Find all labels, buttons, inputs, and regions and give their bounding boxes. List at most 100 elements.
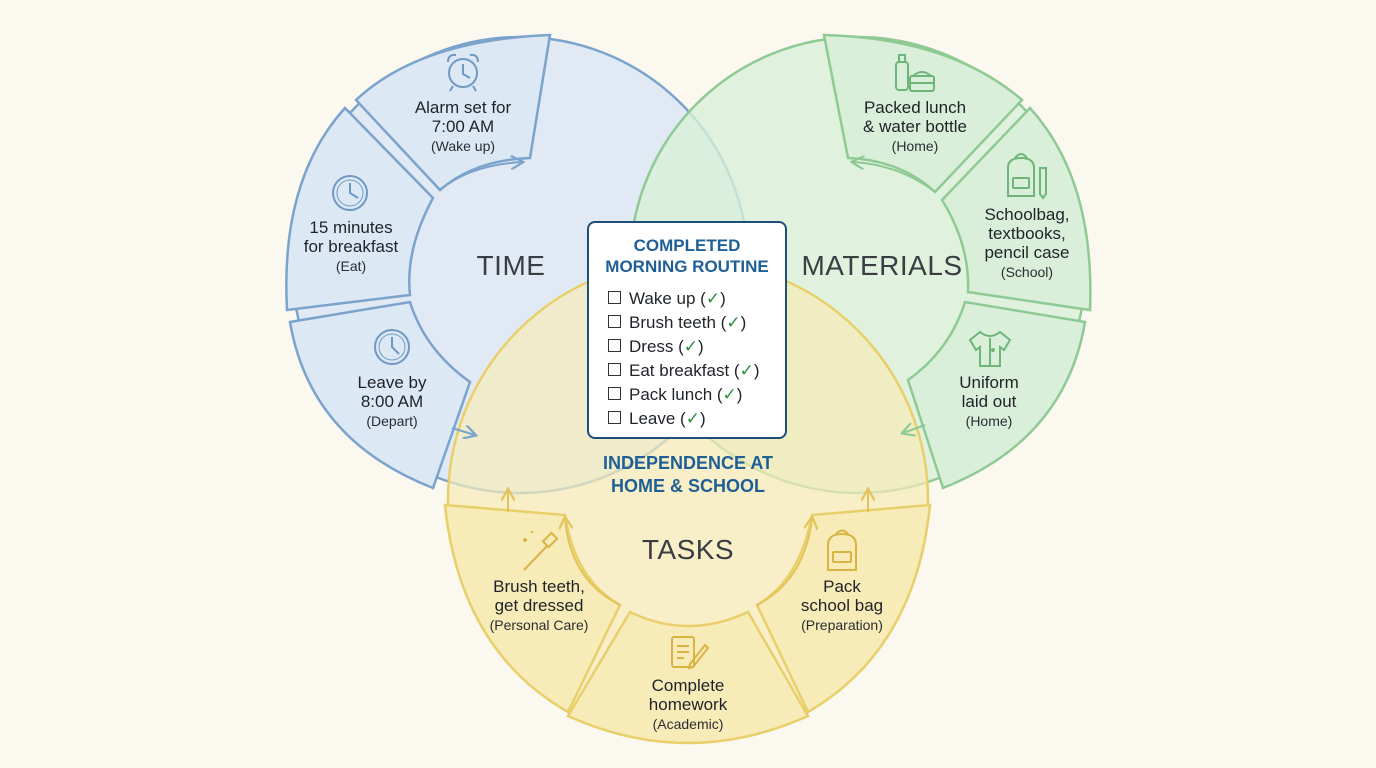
alarm-line1: Alarm set for: [414, 98, 512, 117]
clock-icon: [332, 175, 368, 211]
brush-sub: (Personal Care): [489, 617, 589, 633]
uniform-line2: laid out: [961, 392, 1017, 411]
homework-line1: Complete: [651, 676, 725, 695]
homework-text: Complete homework (Academic): [649, 676, 727, 734]
checklist-item[interactable]: Eat breakfast (✓): [608, 359, 785, 383]
checkbox-icon[interactable]: [608, 291, 621, 304]
caption-line1: INDEPENDENCE AT: [602, 453, 774, 473]
uniform-line1: Uniform: [959, 373, 1019, 392]
breakfast-line1: 15 minutes: [309, 218, 393, 237]
alarm-segment: [354, 33, 552, 192]
alarm-line2: 7:00 AM: [431, 117, 495, 136]
lunch-sub: (Home): [891, 138, 939, 154]
leave-sub: (Depart): [366, 413, 418, 429]
checkmark-icon: ✓: [705, 289, 721, 308]
homework-line2: homework: [648, 695, 728, 714]
checklist-item-label: Eat breakfast (: [629, 361, 740, 380]
schoolbag-sub: (School): [1000, 264, 1054, 280]
pack-line2: school bag: [800, 596, 884, 615]
checkbox-icon[interactable]: [608, 315, 621, 328]
leave-text: Leave by 8:00 AM (Depart): [358, 373, 427, 431]
pack-line1: Pack: [823, 577, 861, 596]
arrow-lunch: [853, 162, 936, 193]
leave-line2: 8:00 AM: [360, 392, 424, 411]
schoolbag-segment: [940, 106, 1092, 312]
schoolbag-line1: Schoolbag,: [984, 205, 1070, 224]
schoolbag-line3: pencil case: [984, 243, 1070, 262]
lunch-segment: [822, 33, 1024, 194]
homework-segment: [566, 610, 810, 745]
checklist-item-label: Leave (: [629, 409, 686, 428]
tasks-label: TASKS: [641, 534, 735, 565]
leave-line1: Leave by: [357, 373, 427, 392]
caption-line2: HOME & SCHOOL: [610, 476, 766, 496]
alarm-text: Alarm set for 7:00 AM (Wake up): [415, 98, 511, 156]
checkbox-icon[interactable]: [608, 387, 621, 400]
arrow-brush: [565, 518, 621, 606]
checklist-item[interactable]: Brush teeth (✓): [608, 311, 785, 335]
checkbox-icon[interactable]: [608, 411, 621, 424]
alarm-sub: (Wake up): [430, 138, 496, 154]
checkmark-icon: ✓: [683, 337, 699, 356]
brush-line1: Brush teeth,: [493, 577, 585, 596]
checkbox-icon[interactable]: [608, 363, 621, 376]
morning-routine-checklist: COMPLETED MORNING ROUTINE Wake up (✓) Br…: [587, 221, 787, 439]
checkmark-icon: ✓: [726, 313, 741, 332]
checklist-title-line2: MORNING ROUTINE: [605, 257, 769, 276]
checklist-item-close: ): [736, 385, 743, 404]
checklist-item-label: Dress (: [629, 337, 684, 356]
homework-sub: (Academic): [652, 716, 724, 732]
lunch-text: Packed lunch & water bottle (Home): [863, 98, 967, 156]
checklist-item-close: ): [740, 313, 747, 332]
breakfast-segment: [285, 106, 435, 312]
checklist-item[interactable]: Wake up (✓): [608, 287, 785, 311]
leave-segment: [288, 300, 472, 490]
time-label: TIME: [476, 250, 546, 281]
checklist-item-close: ): [753, 361, 760, 380]
materials-label: MATERIALS: [801, 250, 963, 281]
brush-line2: get dressed: [494, 596, 584, 615]
independence-caption: INDEPENDENCE AT HOME & SCHOOL: [603, 452, 773, 498]
lunch-line2: & water bottle: [863, 117, 967, 136]
pack-segment: [755, 503, 932, 714]
shirt-icon: [968, 330, 1012, 367]
arrow-pack: [756, 518, 812, 606]
checkmark-icon: ✓: [739, 361, 754, 380]
backpack-pencil-icon: [1007, 153, 1047, 200]
checklist-item[interactable]: Dress (✓): [608, 335, 785, 359]
breakfast-line2: for breakfast: [303, 237, 399, 256]
checklist-item[interactable]: Pack lunch (✓): [608, 383, 785, 407]
checklist-item-label: Brush teeth (: [629, 313, 727, 332]
breakfast-sub: (Eat): [335, 258, 367, 274]
checklist-title-line1: COMPLETED: [633, 236, 741, 255]
checklist-item-label: Wake up (: [629, 289, 706, 308]
arrow-uniform: [903, 425, 926, 433]
checklist-items: Wake up (✓) Brush teeth (✓) Dress (✓) Ea…: [589, 287, 785, 431]
checklist-item-label: Pack lunch (: [629, 385, 723, 404]
arrow-alarm: [439, 162, 522, 191]
clock-icon: [374, 329, 410, 365]
checklist-item-close: ): [720, 289, 726, 308]
uniform-text: Uniform laid out (Home): [959, 373, 1019, 431]
checkbox-icon[interactable]: [608, 339, 621, 352]
pack-sub: (Preparation): [801, 617, 883, 633]
arrow-leave: [451, 428, 475, 435]
checklist-item[interactable]: Leave (✓): [608, 407, 785, 431]
brush-text: Brush teeth, get dressed (Personal Care): [490, 577, 589, 635]
uniform-sub: (Home): [965, 413, 1013, 429]
alarm-clock-icon: [447, 53, 479, 92]
checkmark-icon: ✓: [685, 409, 700, 428]
toothbrush-icon: [523, 531, 559, 571]
backpack-icon: [827, 529, 857, 571]
notepad-pencil-icon: [671, 636, 710, 670]
brush-segment: [443, 503, 622, 714]
schoolbag-line2: textbooks,: [988, 224, 1066, 243]
breakfast-text: 15 minutes for breakfast (Eat): [304, 218, 399, 276]
uniform-segment: [906, 300, 1087, 490]
schoolbag-text: Schoolbag, textbooks, pencil case (Schoo…: [984, 205, 1069, 282]
lunchbox-bottle-icon: [895, 54, 935, 92]
checkmark-icon: ✓: [722, 385, 737, 404]
checklist-item-close: ): [699, 409, 706, 428]
